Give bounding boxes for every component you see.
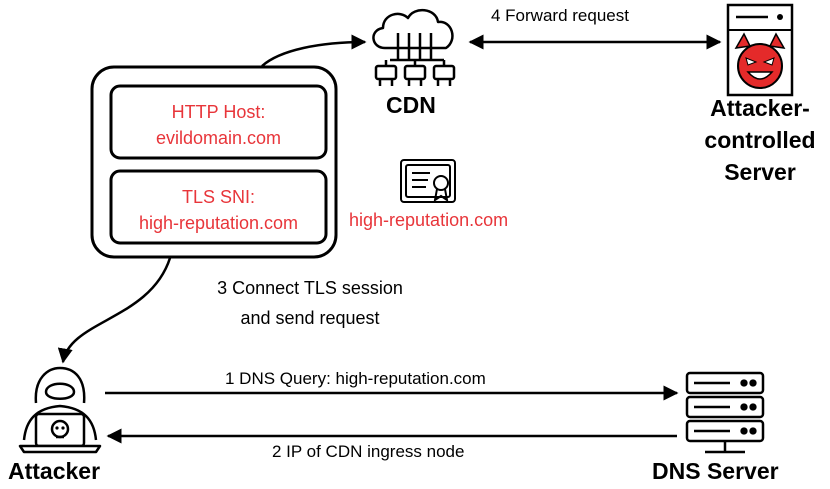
arrow-connect-tls (57, 257, 172, 364)
devil-server-icon (726, 3, 794, 97)
step-connect-line1: 3 Connect TLS session (217, 278, 403, 298)
attacker-server-label: Attacker- controlled Server (690, 92, 830, 188)
step-connect-tls: 3 Connect TLS session and send request (180, 273, 440, 333)
step-connect-line2: and send request (240, 308, 380, 328)
attacker-server-label-line3: Server (724, 159, 796, 185)
attacker-server-label-line1: Attacker- (710, 95, 810, 121)
hacker-icon (18, 366, 102, 454)
server-stack-icon (685, 371, 765, 454)
certificate-label: high-reputation.com (349, 210, 509, 230)
arrow-to-cdn (261, 34, 367, 67)
http-host-label: HTTP Host: (171, 102, 266, 122)
step-dns-query: 1 DNS Query: high-reputation.com (225, 369, 486, 388)
tls-sni-text: TLS SNI: high-reputation.com (111, 184, 326, 236)
tls-sni-box (109, 169, 328, 245)
http-host-text: HTTP Host: evildomain.com (111, 99, 326, 151)
cloud-network-icon (372, 9, 456, 86)
step-dns-reply: 2 IP of CDN ingress node (272, 442, 465, 461)
cdn-label: CDN (386, 92, 436, 118)
http-host-box (109, 84, 328, 160)
certificate-icon (400, 159, 456, 203)
dns-server-label: DNS Server (652, 458, 779, 484)
attacker-label: Attacker (8, 458, 101, 484)
tls-sni-value: high-reputation.com (138, 213, 299, 233)
http-host-value: evildomain.com (155, 128, 282, 148)
step-forward-request: 4 Forward request (491, 6, 629, 25)
attacker-server-label-line2: controlled (704, 127, 816, 153)
tls-sni-label: TLS SNI: (181, 187, 256, 207)
